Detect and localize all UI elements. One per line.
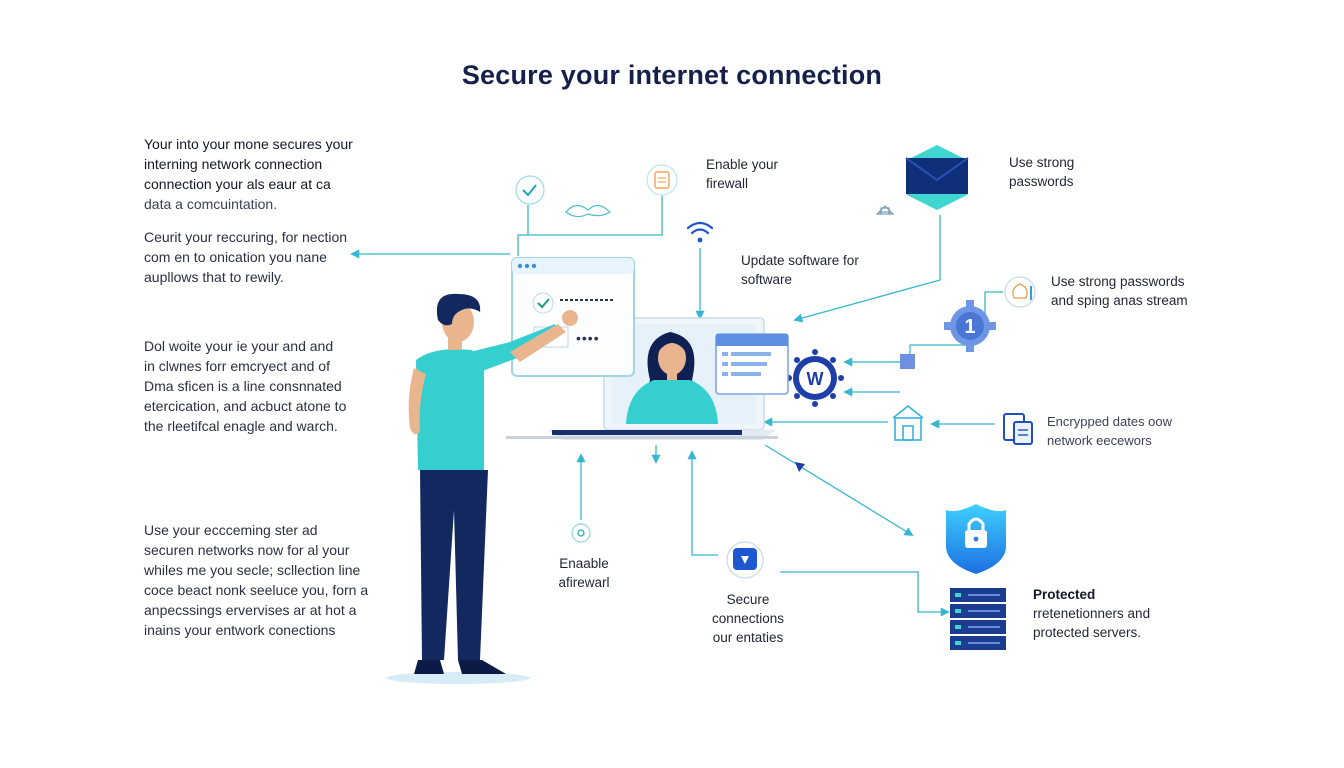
networks-line: coce beact nonk seeluce you, forn a	[144, 582, 369, 598]
label-line: our entaties	[712, 630, 784, 645]
networks-line: inains your entwork conections	[144, 622, 336, 638]
shield-lock-icon	[946, 504, 1006, 574]
recurring-line: com en to onication you nane	[144, 249, 327, 265]
encryption-paragraph: Dol woite your ie your and and in clwnes…	[144, 336, 384, 436]
networks-line: anpecssings ervervises ar at hot a	[144, 602, 357, 618]
square-node-icon	[900, 354, 915, 369]
document-icon	[646, 164, 678, 196]
label-line: passwords	[1009, 174, 1074, 189]
label-secure-connections: Secure connections our entaties	[700, 590, 796, 647]
label-line: firewall	[706, 176, 749, 191]
encryption-line: Dma sficen is a line consnnated	[144, 378, 342, 394]
label-encrypted: Encrypped dates oow network eecewors	[1047, 412, 1172, 450]
label-line: Update software for	[741, 253, 859, 268]
label-line: protected servers.	[1033, 625, 1142, 640]
bell-icon	[726, 541, 764, 579]
recurring-line: aupllows that to rewily.	[144, 269, 284, 285]
house-icon	[875, 205, 895, 215]
check-icon	[515, 175, 545, 205]
bulb-icon	[1004, 276, 1036, 308]
label-line: Use strong passwords	[1051, 274, 1185, 289]
encryption-line: Dol woite your ie your and and	[144, 338, 334, 354]
label-use-strong-top: Use strong passwords	[1009, 153, 1074, 191]
intro-line: interning network connection	[144, 156, 323, 172]
dot-icon	[571, 523, 591, 543]
label-line: Use strong	[1009, 155, 1075, 170]
page-title: Secure your internet connection	[461, 60, 883, 90]
networks-paragraph: Use your eccceming ster ad securen netwo…	[144, 520, 384, 640]
cloud-icon	[565, 204, 611, 218]
label-line: Enaable	[559, 556, 609, 571]
label-line: rretenetionners and	[1033, 606, 1151, 621]
label-line: Encrypped dates oow	[1047, 414, 1173, 429]
recurring-line: Ceurit your reccuring, for nection	[144, 229, 348, 245]
label-line: Secure	[726, 592, 770, 607]
label-line: network eecewors	[1047, 433, 1152, 448]
label-enable-firewall-top: Enable your firewall	[706, 155, 778, 193]
badge-letter: W	[807, 369, 824, 389]
recurring-paragraph: Ceurit your reccuring, for nection com e…	[144, 227, 384, 287]
documents-icon	[1003, 413, 1033, 445]
encryption-line: the rleetifcal enagle and warch.	[144, 418, 338, 434]
label-line: software	[741, 272, 793, 287]
man-figure	[386, 293, 578, 684]
label-protected: Protected rretenetionners and protected …	[1033, 585, 1150, 642]
networks-line: whiles me you secle; scllection line	[144, 562, 361, 578]
label-enable-firewall-bottom: Enaable afirewarl	[548, 554, 620, 592]
intro-line: data a comcuintation.	[144, 196, 278, 212]
label-use-strong-right: Use strong passwords and sping anas stre…	[1051, 272, 1188, 310]
password-dots: ••••	[576, 330, 600, 346]
wifi-icon	[686, 221, 714, 243]
label-line: Protected	[1033, 587, 1096, 602]
popup-window	[715, 333, 789, 395]
intro-line: connection your als eaur at ca	[144, 176, 331, 192]
envelope-shield-icon	[905, 145, 969, 210]
w-badge-icon	[786, 349, 844, 407]
connector-lines	[350, 195, 1003, 617]
triangle-icon	[795, 462, 805, 472]
label-update-software: Update software for software	[741, 251, 859, 289]
label-line: connections	[711, 611, 785, 626]
gear-badge-icon	[944, 300, 996, 352]
intro-paragraph: Your into your mone secures your interni…	[144, 134, 384, 214]
label-line: Enable your	[706, 157, 779, 172]
networks-line: Use your eccceming ster ad	[144, 522, 318, 538]
label-line: afirewarl	[558, 575, 610, 590]
server-rack-icon	[950, 588, 1006, 650]
encryption-line: etercication, and acbuct atone to	[144, 398, 347, 414]
networks-line: securen networks now for al your	[144, 542, 350, 558]
building-icon	[892, 404, 924, 441]
encryption-line: in clwnes forr emcryect and of	[144, 358, 330, 374]
label-line: and sping anas stream	[1051, 293, 1188, 308]
badge-number: 1	[964, 316, 975, 338]
intro-line: Your into your mone secures your	[144, 136, 353, 152]
